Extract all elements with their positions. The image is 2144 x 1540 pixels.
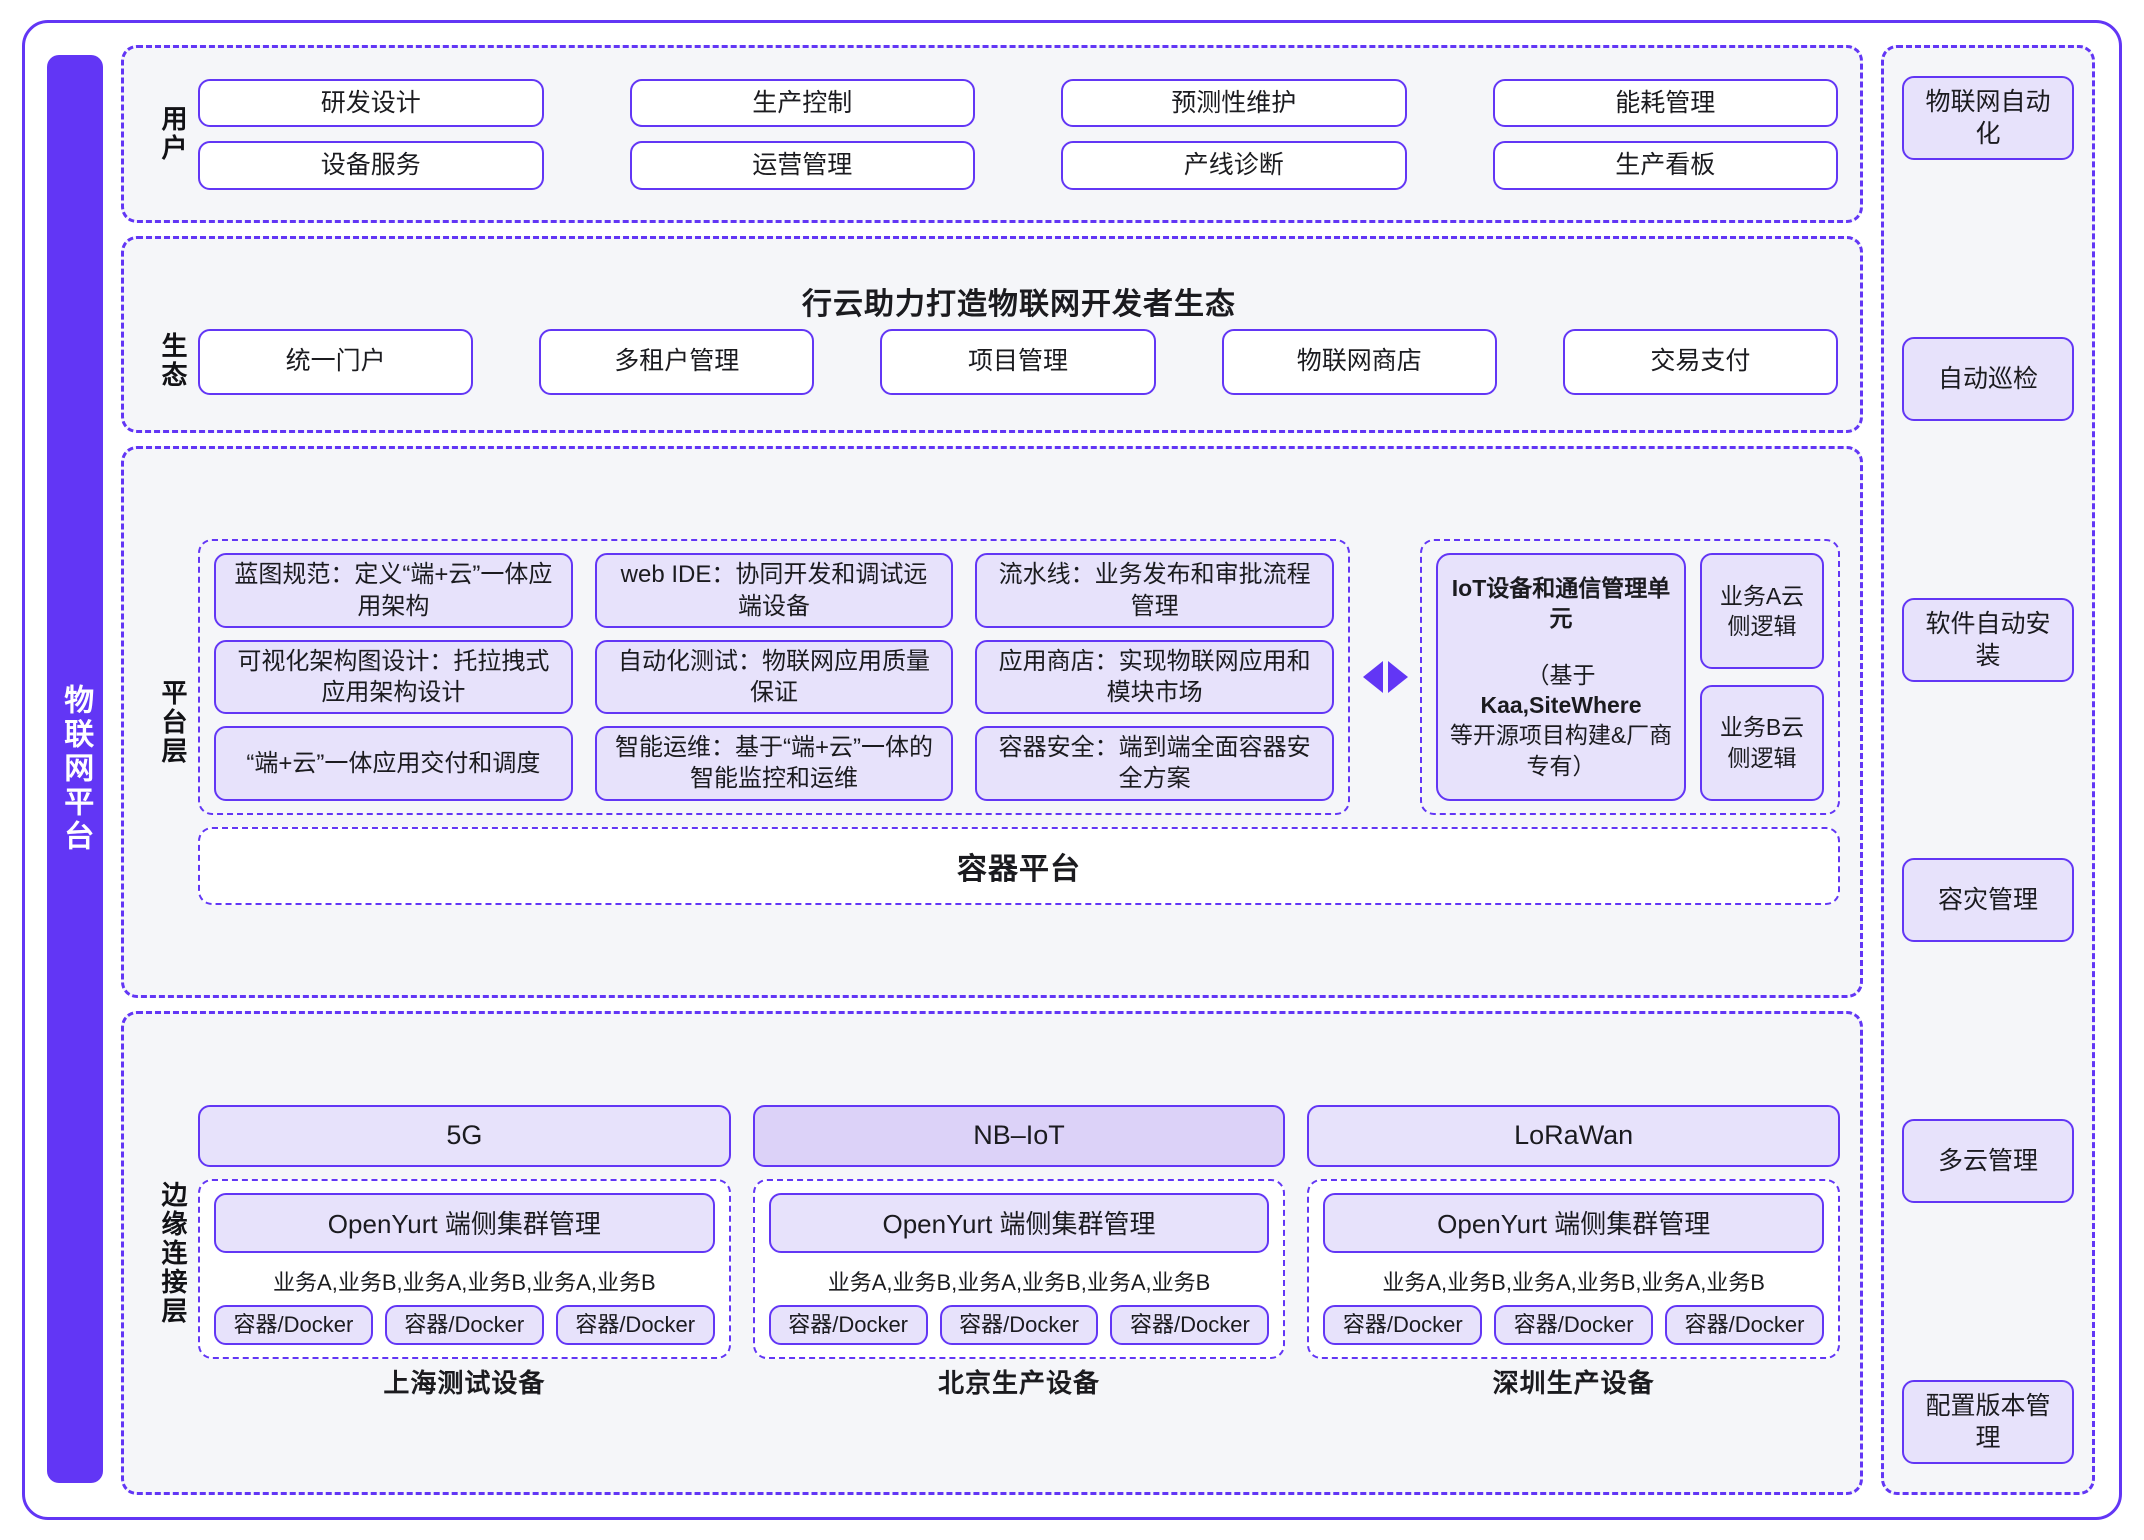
- docker-container[interactable]: 容器/Docker: [384, 1304, 544, 1346]
- ops-item-disaster-recovery[interactable]: 容灾管理: [1902, 858, 2074, 943]
- docker-container-row: 容器/Docker 容器/Docker 容器/Docker: [214, 1304, 715, 1346]
- platform-capability[interactable]: 可视化架构图设计：托拉拽式应用架构设计: [214, 639, 573, 715]
- user-scenario-item[interactable]: 研发设计: [198, 78, 544, 127]
- edge-business-list: 业务A,业务B,业务A,业务B,业务A,业务B: [273, 1269, 656, 1295]
- platform-capability[interactable]: 应用商店：实现物联网应用和模块市场: [975, 639, 1334, 715]
- user-scenario-grid: 研发设计 生产控制 预测性维护 能耗管理 设备服务 运营管理 产线诊断 生产看板: [196, 73, 1842, 196]
- docker-container[interactable]: 容器/Docker: [214, 1304, 373, 1346]
- edge-site: OpenYurt 端侧集群管理 业务A,业务B,业务A,业务B,业务A,业务B …: [198, 1178, 731, 1404]
- edge-site-card: OpenYurt 端侧集群管理 业务A,业务B,业务A,业务B,业务A,业务B …: [198, 1178, 731, 1360]
- platform-capability[interactable]: “端+云”一体应用交付和调度: [214, 726, 573, 801]
- ops-item-auto-inspection[interactable]: 自动巡检: [1902, 336, 2074, 421]
- docker-container[interactable]: 容器/Docker: [1494, 1304, 1654, 1346]
- docker-container[interactable]: 容器/Docker: [768, 1304, 928, 1346]
- ecosystem-item[interactable]: 多租户管理: [539, 328, 815, 395]
- iot-unit-projects: Kaa,SiteWhere: [1480, 692, 1642, 718]
- network-protocol-nbiot[interactable]: NB–IoT: [752, 1104, 1286, 1167]
- layer-platform: 平台层 蓝图规范：定义“端+云”一体应用架构 web IDE：协同开发和调试远端…: [121, 446, 1863, 998]
- docker-container[interactable]: 容器/Docker: [939, 1304, 1099, 1346]
- network-protocol-lorawan[interactable]: LoRaWan: [1307, 1104, 1841, 1167]
- openyurt-cluster-manager[interactable]: OpenYurt 端侧集群管理: [768, 1192, 1270, 1253]
- cloud-business-logic-column: 业务A云侧逻辑 业务B云侧逻辑: [1700, 553, 1824, 801]
- edge-site-name: 北京生产设备: [938, 1367, 1101, 1398]
- user-scenario-item[interactable]: 能耗管理: [1492, 78, 1838, 127]
- ops-item-multicloud-management[interactable]: 多云管理: [1902, 1119, 2074, 1204]
- edge-site-row: OpenYurt 端侧集群管理 业务A,业务B,业务A,业务B,业务A,业务B …: [198, 1178, 1841, 1404]
- business-logic-a[interactable]: 业务A云侧逻辑: [1700, 553, 1824, 669]
- business-logic-b[interactable]: 业务B云侧逻辑: [1700, 685, 1824, 801]
- layer-ecosystem: 生态 行云助力打造物联网开发者生态 统一门户 多租户管理 项目管理 物联网商店 …: [121, 236, 1863, 433]
- platform-capability-grid: 蓝图规范：定义“端+云”一体应用架构 web IDE：协同开发和调试远端设备 流…: [198, 539, 1350, 815]
- user-scenario-item[interactable]: 运营管理: [629, 141, 975, 190]
- edge-site-card: OpenYurt 端侧集群管理 业务A,业务B,业务A,业务B,业务A,业务B …: [752, 1178, 1286, 1360]
- docker-container[interactable]: 容器/Docker: [1323, 1304, 1483, 1346]
- triangle-left-icon: [1362, 661, 1383, 693]
- edge-site-name: 上海测试设备: [383, 1367, 546, 1398]
- platform-capability[interactable]: 流水线：业务发布和审批流程管理: [975, 553, 1334, 628]
- network-protocol-row: 5G NB–IoT LoRaWan: [198, 1104, 1841, 1167]
- platform-spine: 物联网平台: [47, 55, 103, 1483]
- openyurt-cluster-manager[interactable]: OpenYurt 端侧集群管理: [1323, 1192, 1825, 1253]
- layer-ecosystem-body: 行云助力打造物联网开发者生态 统一门户 多租户管理 项目管理 物联网商店 交易支…: [196, 265, 1842, 405]
- ops-capability-column: 物联网自动化 自动巡检 软件自动安装 容灾管理 多云管理 配置版本管理: [1881, 45, 2095, 1495]
- outer-frame: 物联网平台 用户 研发设计 生产控制 预测性维护 能耗管理 设备服务 运营管理 …: [22, 20, 2122, 1520]
- docker-container[interactable]: 容器/Docker: [555, 1304, 715, 1346]
- user-scenario-item[interactable]: 设备服务: [198, 141, 544, 190]
- platform-capability[interactable]: 自动化测试：物联网应用质量保证: [594, 639, 954, 715]
- edge-site-card: OpenYurt 端侧集群管理 业务A,业务B,业务A,业务B,业务A,业务B …: [1307, 1178, 1841, 1360]
- docker-container[interactable]: 容器/Docker: [1110, 1304, 1270, 1346]
- platform-spine-label: 物联网平台: [59, 684, 93, 854]
- docker-container-row: 容器/Docker 容器/Docker 容器/Docker: [1323, 1304, 1825, 1346]
- platform-capability[interactable]: web IDE：协同开发和调试远端设备: [594, 553, 954, 628]
- edge-business-list: 业务A,业务B,业务A,业务B,业务A,业务B: [827, 1269, 1211, 1295]
- docker-container-row: 容器/Docker 容器/Docker 容器/Docker: [768, 1304, 1270, 1346]
- user-scenario-item[interactable]: 产线诊断: [1061, 141, 1407, 190]
- edge-business-list: 业务A,业务B,业务A,业务B,业务A,业务B: [1382, 1269, 1765, 1295]
- iot-unit-title: IoT设备和通信管理单元: [1451, 574, 1671, 632]
- ecosystem-item[interactable]: 项目管理: [880, 328, 1156, 395]
- user-scenario-item[interactable]: 预测性维护: [1061, 78, 1407, 127]
- docker-container[interactable]: 容器/Docker: [1665, 1304, 1825, 1346]
- platform-capability[interactable]: 智能运维：基于“端+云”一体的智能监控和运维: [594, 726, 954, 801]
- ops-item-iot-automation[interactable]: 物联网自动化: [1902, 76, 2074, 160]
- iot-unit-subtitle-tail: 等开源项目构建&厂商专有）: [1449, 722, 1673, 779]
- layer-user-label: 用户: [158, 105, 188, 163]
- edge-site: OpenYurt 端侧集群管理 业务A,业务B,业务A,业务B,业务A,业务B …: [1307, 1178, 1841, 1404]
- edge-site-name: 深圳生产设备: [1492, 1367, 1655, 1398]
- platform-capability[interactable]: 容器安全：端到端全面容器安全方案: [975, 726, 1334, 801]
- ecosystem-item[interactable]: 物联网商店: [1221, 328, 1497, 395]
- ecosystem-item-grid: 统一门户 多租户管理 项目管理 物联网商店 交易支付: [196, 327, 1842, 405]
- layer-edge: 边缘连接层 5G NB–IoT LoRaWan OpenYurt 端侧集群管理: [121, 1011, 1863, 1495]
- ecosystem-item[interactable]: 统一门户: [198, 328, 474, 395]
- iot-management-group: IoT设备和通信管理单元 （基于 Kaa,SiteWhere 等开源项目构建&厂…: [1420, 539, 1840, 815]
- layer-edge-body: 5G NB–IoT LoRaWan OpenYurt 端侧集群管理 业务A,业务…: [196, 1099, 1842, 1408]
- user-scenario-item[interactable]: 生产控制: [629, 78, 975, 127]
- iot-unit-subtitle-open: （基于: [1526, 661, 1596, 688]
- ecosystem-title: 行云助力打造物联网开发者生态: [802, 287, 1236, 321]
- triangle-right-icon: [1387, 661, 1408, 693]
- ecosystem-item[interactable]: 交易支付: [1562, 328, 1838, 395]
- openyurt-cluster-manager[interactable]: OpenYurt 端侧集群管理: [214, 1192, 715, 1253]
- ops-item-software-auto-install[interactable]: 软件自动安装: [1902, 597, 2074, 682]
- layer-platform-body: 蓝图规范：定义“端+云”一体应用架构 web IDE：协同开发和调试远端设备 流…: [196, 535, 1842, 908]
- platform-capability[interactable]: 蓝图规范：定义“端+云”一体应用架构: [214, 553, 573, 628]
- edge-site: OpenYurt 端侧集群管理 业务A,业务B,业务A,业务B,业务A,业务B …: [752, 1178, 1286, 1404]
- network-protocol-5g[interactable]: 5G: [198, 1104, 731, 1167]
- layer-stack: 用户 研发设计 生产控制 预测性维护 能耗管理 设备服务 运营管理 产线诊断 生…: [121, 45, 1863, 1495]
- bidirectional-link: [1350, 539, 1420, 814]
- layer-user-body: 研发设计 生产控制 预测性维护 能耗管理 设备服务 运营管理 产线诊断 生产看板: [196, 73, 1842, 196]
- layer-platform-label: 平台层: [158, 678, 188, 766]
- iot-management-unit[interactable]: IoT设备和通信管理单元 （基于 Kaa,SiteWhere 等开源项目构建&厂…: [1436, 553, 1686, 801]
- ops-item-config-version-management[interactable]: 配置版本管理: [1902, 1379, 2074, 1464]
- user-scenario-item[interactable]: 生产看板: [1492, 141, 1838, 190]
- layer-user: 用户 研发设计 生产控制 预测性维护 能耗管理 设备服务 运营管理 产线诊断 生…: [121, 45, 1863, 223]
- layer-edge-label: 边缘连接层: [158, 1180, 188, 1326]
- container-platform-bar[interactable]: 容器平台: [198, 826, 1840, 905]
- layer-ecosystem-label: 生态: [158, 331, 188, 390]
